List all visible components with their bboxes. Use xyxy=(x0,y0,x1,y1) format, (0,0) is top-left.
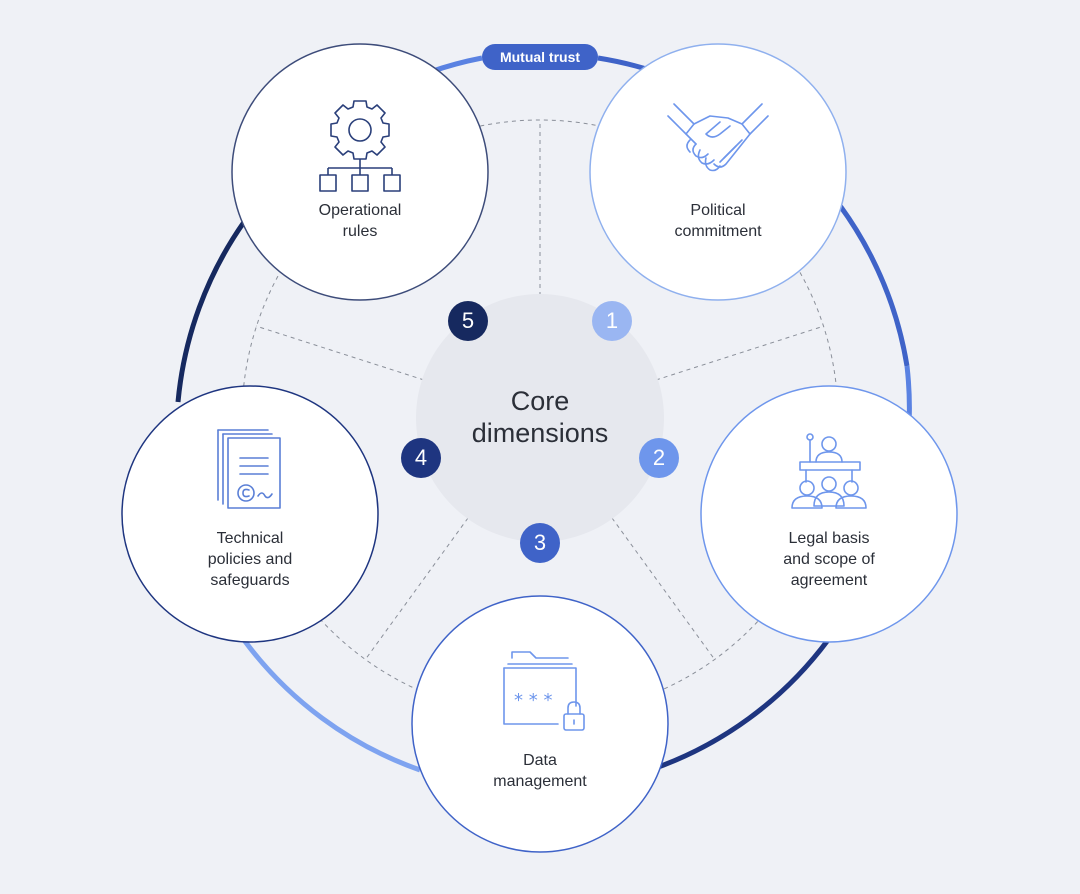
badge-number-2: 2 xyxy=(652,445,666,470)
spoke-3-4 xyxy=(364,517,469,661)
badge-2-circle xyxy=(639,438,679,478)
node-technical-policies xyxy=(121,385,379,643)
badge-3-circle xyxy=(520,523,560,563)
label-data-management: Data management xyxy=(460,750,620,792)
center-title: Core dimensions xyxy=(440,385,640,449)
mutual-trust-tag xyxy=(482,44,598,70)
label-legal-basis: Legal basis and scope of agreement xyxy=(749,528,909,591)
label-line: rules xyxy=(342,223,378,240)
label-political-commitment: Political commitment xyxy=(638,200,798,242)
label-line: Data xyxy=(523,752,557,769)
label-line: Political xyxy=(690,202,746,219)
badge-5-circle xyxy=(448,301,488,341)
svg-text:* * *: * * * xyxy=(514,690,552,711)
badge-number-4: 4 xyxy=(414,445,428,470)
label-line: management xyxy=(493,773,587,790)
spoke-4-5 xyxy=(255,325,425,381)
label-line: Technical xyxy=(216,530,284,547)
label-line: Operational xyxy=(318,202,402,219)
center-title-line: dimensions xyxy=(471,418,609,448)
badge-number-5: 5 xyxy=(461,308,475,333)
gear-hierarchy-icon xyxy=(319,100,401,192)
badge-number-3: 3 xyxy=(533,530,547,555)
ring-arc-left xyxy=(175,220,247,403)
ring-arc-bottom-left xyxy=(241,638,421,773)
label-line: and scope of xyxy=(783,551,875,568)
badge-4-circle xyxy=(401,438,441,478)
label-technical-policies: Technical policies and safeguards xyxy=(170,528,330,591)
locked-folder-icon: * * * xyxy=(503,651,585,731)
center-title-line: Core xyxy=(510,386,570,416)
node-political-commitment xyxy=(589,43,847,301)
courtroom-icon xyxy=(791,433,867,509)
label-line: commitment xyxy=(674,223,762,240)
label-line: agreement xyxy=(790,572,868,589)
badge-number-1: 1 xyxy=(605,308,619,333)
label-line: policies and xyxy=(207,551,293,568)
mutual-trust-label: Mutual trust xyxy=(499,49,581,65)
label-operational-rules: Operational rules xyxy=(280,200,440,242)
spoke-2-3 xyxy=(611,517,716,661)
label-line: safeguards xyxy=(210,572,290,589)
spoke-1-2 xyxy=(655,325,825,381)
center-disc xyxy=(416,294,664,542)
label-line: Legal basis xyxy=(788,530,870,547)
node-legal-basis xyxy=(700,385,958,643)
ring-arc-bottom-right xyxy=(649,638,831,773)
certificate-document-icon xyxy=(217,429,281,509)
badge-1-circle xyxy=(592,301,632,341)
handshake-icon xyxy=(667,103,769,172)
